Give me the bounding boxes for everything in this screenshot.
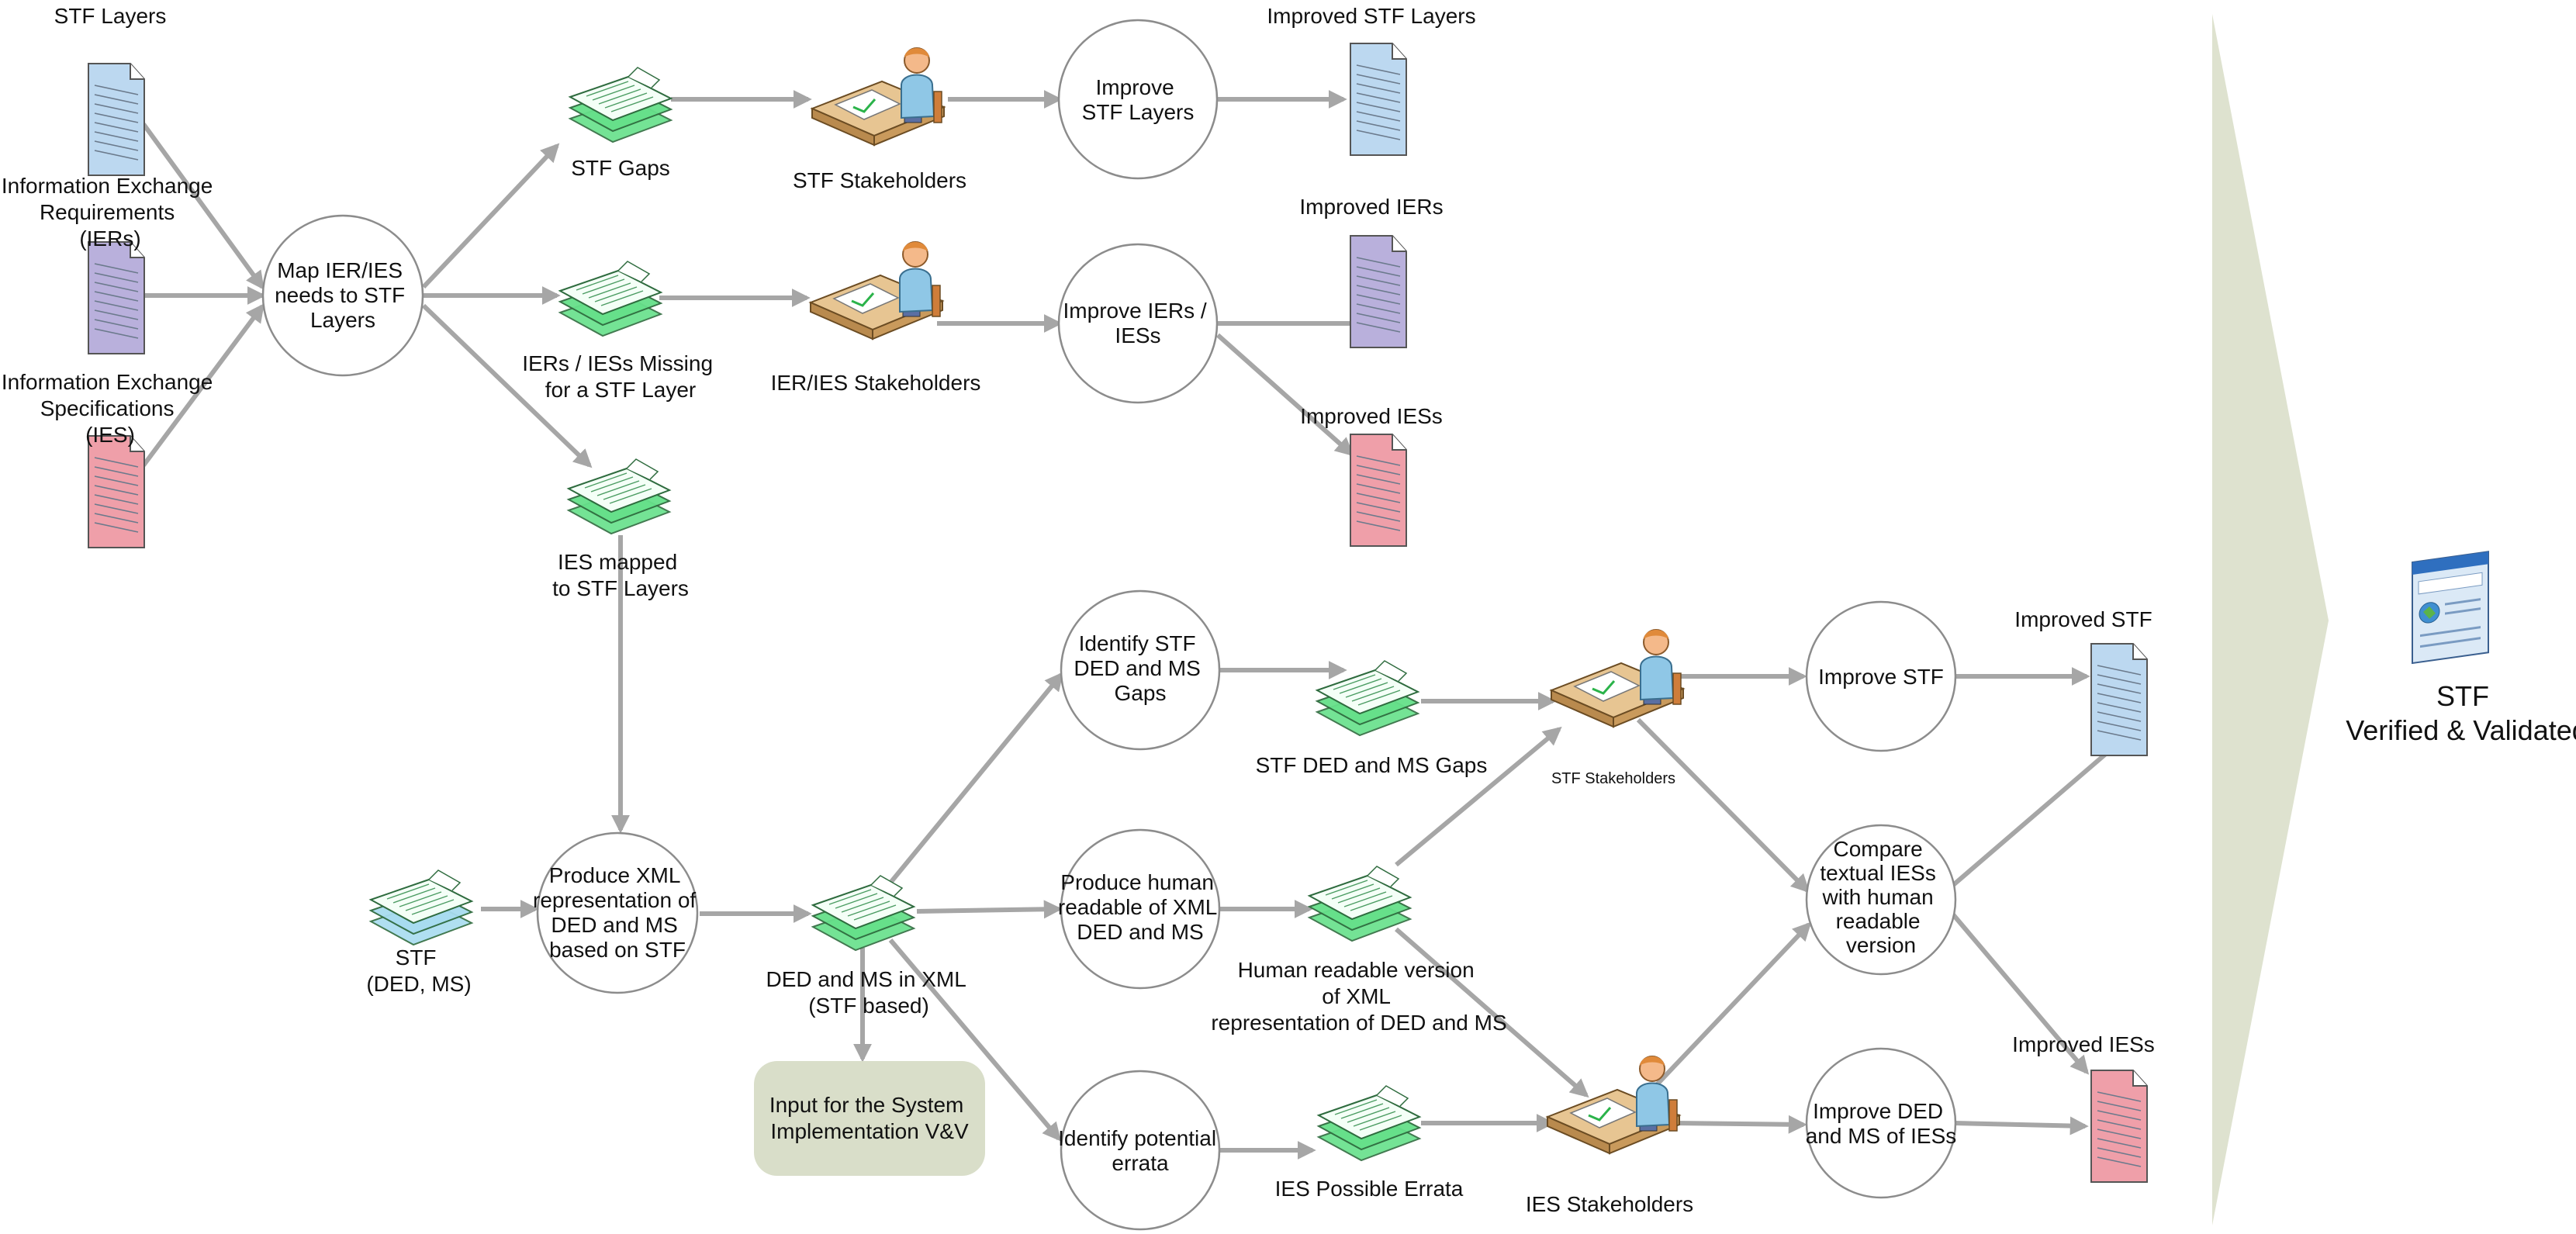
stakeholder-stf-mid: STF Stakeholders — [1550, 628, 1685, 787]
person-at-desk-icon — [1546, 1055, 1681, 1155]
stacked-documents-icon — [1309, 866, 1411, 942]
artifact-ies-mapped: IES mapped to STF Layers — [552, 458, 689, 600]
person-at-desk-icon — [811, 47, 946, 147]
svg-text:STF Verified & Validated: STF Verified & Validated — [2346, 680, 2576, 746]
person-at-desk-icon — [809, 240, 944, 340]
svg-text:Improved STF: Improved STF — [2014, 607, 2152, 631]
connector-arrows — [141, 90, 2138, 1160]
svg-text:STF Gaps: STF Gaps — [571, 156, 670, 180]
svg-text:Improved IERs: Improved IERs — [1299, 195, 1443, 219]
process-produce-xml: Produce XML representation of DED and MS… — [533, 831, 702, 994]
document-icon — [88, 241, 145, 354]
application-window-icon — [2412, 551, 2489, 665]
stf-layers-document: STF Layers — [54, 4, 167, 176]
process-compare-iess: Compare textual IESs with human readable… — [1805, 824, 1957, 976]
ier-label: Information Exchange Requirements (IERs) — [2, 174, 219, 251]
svg-text:Compare textual IESs: Compare textual IESs with human readable… — [1820, 837, 1942, 957]
callout-system-implementation: Input for the System Implementation V&V — [754, 1061, 985, 1176]
stakeholder-ier-ies: IER/IES Stakeholders — [771, 240, 981, 395]
svg-text:Improve IERs / IESs: Improve IERs / IESs — [1063, 299, 1213, 347]
document-icon — [2090, 1070, 2148, 1183]
document-icon — [2090, 643, 2148, 756]
document-icon — [1350, 43, 1407, 156]
svg-text:Human readable version o: Human readable version of XML representa… — [1211, 958, 1506, 1035]
svg-text:STF (DED, MS): STF (DED, MS) — [366, 945, 471, 996]
process-improve-stf: Improve STF — [1805, 600, 1957, 752]
svg-text:IES mapped to STF Layers: IES mapped to STF Layers — [552, 550, 689, 600]
document-icon — [88, 63, 145, 176]
stacked-documents-icon — [1318, 1085, 1420, 1161]
svg-text:Identify potential errat: Identify potential errata — [1058, 1126, 1222, 1175]
stacked-documents-icon — [568, 458, 670, 534]
document-icon — [1350, 434, 1407, 547]
svg-text:STF Stakeholders: STF Stakeholders — [1551, 770, 1675, 787]
output-improved-iess-bottom: Improved IESs — [2012, 1032, 2155, 1183]
svg-text:IER/IES Stakeholders: IER/IES Stakeholders — [771, 371, 981, 395]
process-improve-stf-layers: Improve STF Layers — [1057, 19, 1219, 180]
process-map-ier-ies: Map IER/IES needs to STF Layers — [261, 214, 424, 377]
artifact-missing-iers: IERs / IESs Missing for a STF Layer — [522, 261, 719, 402]
process-improve-iers: Improve IERs / IESs — [1057, 243, 1219, 404]
stacked-documents-icon — [812, 875, 915, 951]
output-improved-stf: Improved STF — [2014, 607, 2152, 756]
stakeholder-ies: IES Stakeholders — [1526, 1055, 1693, 1216]
stacked-documents-icon — [569, 67, 672, 143]
svg-text:Improve DED and MS of IE: Improve DED and MS of IESs — [1806, 1099, 1957, 1148]
process-flow-banner — [2212, 14, 2329, 1225]
person-at-desk-icon — [1550, 628, 1685, 728]
stf-layers-label: STF Layers — [54, 4, 167, 28]
svg-text:Produce XML representati: Produce XML representation of DED and MS… — [533, 863, 702, 962]
document-icon — [88, 435, 145, 548]
output-improved-iess-top: Improved IESs — [1300, 404, 1443, 547]
svg-text:STF DED and MS Gaps: STF DED and MS Gaps — [1256, 753, 1488, 777]
artifact-stf-gaps: STF Gaps — [569, 67, 672, 180]
process-identify-gaps: Identify STF DED and MS Gaps — [1060, 589, 1221, 751]
final-stf-verified: STF Verified & Validated — [2346, 551, 2576, 746]
artifact-ded-ms-xml: DED and MS in XML (STF based) — [766, 875, 971, 1018]
stakeholder-stf-top: STF Stakeholders — [793, 47, 966, 192]
svg-text:IES Stakeholders: IES Stakeholders — [1526, 1192, 1693, 1216]
output-improved-stf-layers: Improved STF Layers — [1267, 4, 1476, 156]
document-icon — [1350, 235, 1407, 348]
svg-text:Improved IESs: Improved IESs — [1300, 404, 1443, 428]
process-produce-human-readable: Produce human readable of XML DED and MS — [1058, 828, 1222, 990]
stacked-documents-icon — [370, 869, 472, 945]
svg-text:DED and MS in XML (STF b: DED and MS in XML (STF based) — [766, 967, 971, 1018]
output-improved-iers: Improved IERs — [1299, 195, 1444, 348]
svg-text:STF Stakeholders: STF Stakeholders — [793, 168, 966, 192]
svg-text:Produce human readable o: Produce human readable of XML DED and MS — [1058, 870, 1222, 944]
artifact-stf-ded-ms: STF (DED, MS) — [366, 869, 472, 996]
ier-document: Information Exchange Requirements (IERs) — [2, 174, 219, 354]
svg-text:IERs / IESs Missing for: IERs / IESs Missing for a STF Layer — [522, 351, 719, 402]
artifact-possible-errata: IES Possible Errata — [1275, 1085, 1464, 1201]
svg-text:IES Possible Errata: IES Possible Errata — [1275, 1177, 1464, 1201]
svg-text:Improved STF Layers: Improved STF Layers — [1267, 4, 1475, 28]
svg-text:Improve STF Layers: Improve STF Layers — [1082, 75, 1195, 124]
process-identify-errata: Identify potential errata — [1058, 1070, 1222, 1231]
svg-text:Map IER/IES needs to STF: Map IER/IES needs to STF Layers — [275, 258, 411, 332]
svg-text:Improve STF: Improve STF — [1818, 665, 1944, 689]
stacked-documents-icon — [559, 261, 662, 337]
ies-label: Information Exchange Specifications (IES… — [2, 370, 219, 447]
artifact-human-readable-version: Human readable version of XML representa… — [1211, 866, 1507, 1035]
svg-text:Identify STF DED and MS: Identify STF DED and MS Gaps — [1074, 631, 1206, 705]
svg-text:Input for the System Imp: Input for the System Implementation V&V — [769, 1093, 970, 1143]
artifact-ded-ms-gaps: STF DED and MS Gaps — [1256, 660, 1488, 777]
svg-text:Improved IESs: Improved IESs — [2012, 1032, 2155, 1056]
process-improve-ded: Improve DED and MS of IESs — [1806, 1047, 1957, 1199]
ies-document: Information Exchange Specifications (IES… — [2, 370, 219, 548]
